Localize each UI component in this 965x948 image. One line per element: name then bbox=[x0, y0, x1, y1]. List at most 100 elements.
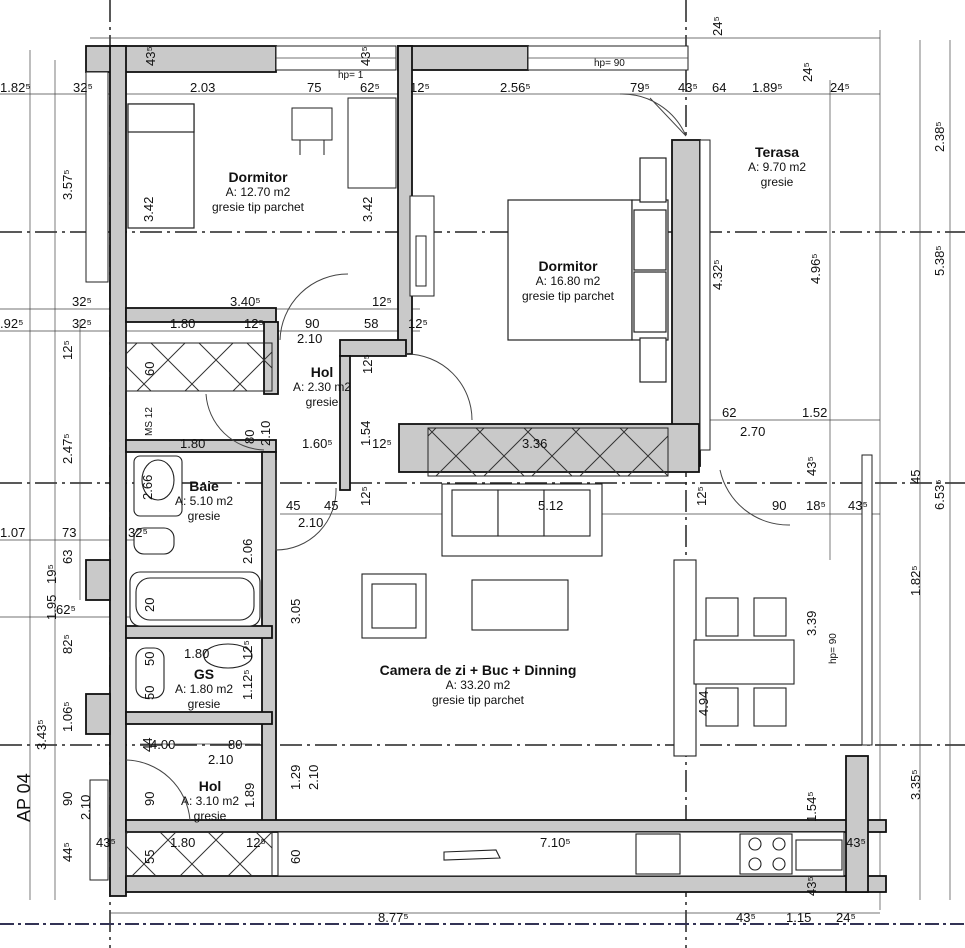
room-floor: gresie tip parchet bbox=[521, 289, 615, 303]
dim-v: 43⁵ bbox=[143, 46, 158, 66]
dim-v: 2.06 bbox=[240, 539, 255, 564]
dim-h: 45 bbox=[286, 498, 300, 513]
dim-v: 4.94 bbox=[696, 691, 711, 716]
dim-v: 12⁵ bbox=[360, 354, 375, 374]
dim-v: 3.42 bbox=[141, 197, 156, 222]
dim-v: 2.10 bbox=[78, 795, 93, 820]
room-label-hol-2: Hol A: 3.10 m2 gresie bbox=[181, 778, 239, 824]
dim-v: 19⁵ bbox=[44, 564, 59, 584]
dim-h: 43⁵ bbox=[736, 910, 756, 925]
dim-h: 75 bbox=[307, 80, 321, 95]
room-floor: gresie tip parchet bbox=[431, 693, 525, 707]
dim-h: 1.80 bbox=[170, 835, 195, 850]
room-name: Camera de zi + Buc + Dinning bbox=[379, 662, 577, 678]
room-floor: gresie bbox=[305, 395, 339, 409]
dimension-labels-h: 1.82⁵ 32⁵ 2.03 75 62⁵ 12⁵ 2.56⁵ 79⁵ 43⁵ … bbox=[0, 80, 868, 925]
dim-h: 80 bbox=[228, 737, 242, 752]
dim-h: 2.70 bbox=[740, 424, 765, 439]
dim-h: 32⁵ bbox=[128, 525, 148, 540]
dim-v: 43⁵ bbox=[358, 46, 373, 66]
dim-h: 2.03 bbox=[190, 80, 215, 95]
dim-v: 3.43⁵ bbox=[34, 719, 49, 750]
room-name: Hol bbox=[310, 364, 334, 380]
dim-h: 2.10 bbox=[297, 331, 322, 346]
room-area: A: 16.80 m2 bbox=[535, 274, 601, 288]
note-hp-small: hp= 1 bbox=[338, 70, 364, 81]
dim-h: 5.12 bbox=[538, 498, 563, 513]
dim-h: .92⁵ bbox=[0, 316, 23, 331]
dim-h: 32⁵ bbox=[72, 294, 92, 309]
dim-h: 1.15 bbox=[786, 910, 811, 925]
room-label-camera-de-zi: Camera de zi + Buc + Dinning A: 33.20 m2… bbox=[380, 662, 577, 708]
bed-double bbox=[507, 157, 669, 383]
dim-v: 12⁵ bbox=[694, 486, 709, 506]
room-label-gs: GS A: 1.80 m2 gresie bbox=[175, 666, 233, 712]
room-name: Hol bbox=[198, 778, 222, 794]
room-floor: gresie bbox=[760, 175, 794, 189]
notes: hp= 90 hp= 1 hp= 90 MS 12 bbox=[144, 58, 839, 664]
dim-v: 6.53⁵ bbox=[932, 479, 947, 510]
dim-v: 4.32⁵ bbox=[710, 259, 725, 290]
dim-h: 43⁵ bbox=[96, 835, 116, 850]
dim-h: 12⁵ bbox=[244, 316, 264, 331]
room-label-dormitor-2: Dormitor A: 16.80 m2 gresie tip parchet bbox=[522, 258, 614, 304]
room-area: A: 2.30 m2 bbox=[292, 380, 352, 394]
room-area: A: 12.70 m2 bbox=[225, 185, 291, 199]
dim-h: 43⁵ bbox=[848, 498, 868, 513]
dim-h: 62⁵ bbox=[360, 80, 380, 95]
dim-h: 4.00 bbox=[150, 737, 175, 752]
dim-h: 43⁵ bbox=[846, 835, 866, 850]
dim-h: 7.10⁵ bbox=[540, 835, 571, 850]
dim-v: 3.42 bbox=[360, 197, 375, 222]
dim-h: 90 bbox=[305, 316, 319, 331]
dim-h: 2.10 bbox=[208, 752, 233, 767]
dim-v: 1.06⁵ bbox=[60, 701, 75, 732]
dim-h: 3.40⁵ bbox=[230, 294, 261, 309]
dim-h: 12⁵ bbox=[410, 80, 430, 95]
living-furniture bbox=[361, 483, 795, 757]
note-ms: MS 12 bbox=[144, 407, 155, 436]
room-label-terasa: Terasa A: 9.70 m2 gresie bbox=[748, 144, 806, 190]
dim-h: 3.36 bbox=[522, 436, 547, 451]
dim-v: 1.89 bbox=[242, 783, 257, 808]
door-swings bbox=[125, 93, 791, 821]
dim-v: 2.10 bbox=[258, 421, 273, 446]
dim-v: 90 bbox=[60, 792, 75, 806]
room-label-dormitor-1: Dormitor A: 12.70 m2 gresie tip parchet bbox=[212, 169, 304, 215]
dim-v: 1.54⁵ bbox=[804, 791, 819, 822]
room-floor: gresie bbox=[187, 697, 221, 711]
dim-v: 60 bbox=[142, 362, 157, 376]
dim-v: 20 bbox=[142, 598, 157, 612]
walls bbox=[85, 45, 887, 897]
dim-h: 12⁵ bbox=[372, 436, 392, 451]
dim-v: 1.12⁵ bbox=[240, 669, 255, 700]
apartment-label: AP 04 bbox=[14, 773, 34, 822]
dim-v: 50 bbox=[142, 652, 157, 666]
dim-h: 2.10 bbox=[298, 515, 323, 530]
room-floor: gresie tip parchet bbox=[211, 200, 305, 214]
room-label-baie: Baie A: 5.10 m2 gresie bbox=[175, 478, 233, 524]
dim-h: 2.56⁵ bbox=[500, 80, 531, 95]
dim-v: 90 bbox=[142, 792, 157, 806]
dim-h: 1.89⁵ bbox=[752, 80, 783, 95]
dim-v: 3.35⁵ bbox=[908, 769, 923, 800]
dim-v: 60 bbox=[288, 850, 303, 864]
dim-h: 1.60⁵ bbox=[302, 436, 333, 451]
dim-v: 43⁵ bbox=[804, 456, 819, 476]
dim-h: 45 bbox=[324, 498, 338, 513]
dim-v: 3.57⁵ bbox=[60, 169, 75, 200]
dim-v: 55 bbox=[142, 850, 157, 864]
dim-v: 12⁵ bbox=[60, 340, 75, 360]
room-area: A: 5.10 m2 bbox=[174, 494, 234, 508]
window-frames bbox=[85, 45, 873, 881]
dim-v: 1.82⁵ bbox=[908, 565, 923, 596]
room-area: A: 33.20 m2 bbox=[445, 678, 511, 692]
dim-v: 2.47⁵ bbox=[60, 433, 75, 464]
dim-v: 12⁵ bbox=[358, 486, 373, 506]
dim-v: 2.38⁵ bbox=[932, 121, 947, 152]
dim-v: 24⁵ bbox=[800, 62, 815, 82]
dim-v: 4.96⁵ bbox=[808, 253, 823, 284]
dim-h: 64 bbox=[712, 80, 726, 95]
room-name: Baie bbox=[189, 478, 219, 494]
